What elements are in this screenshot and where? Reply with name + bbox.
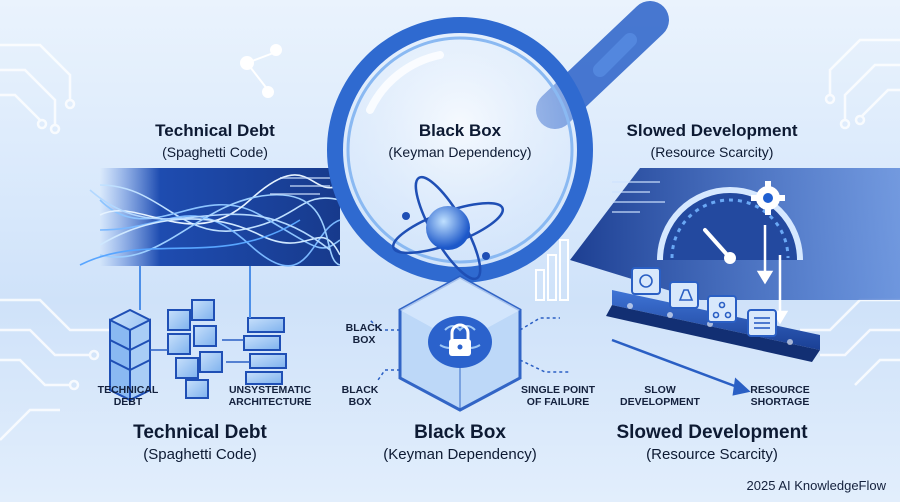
- code-lines-left: [270, 177, 330, 195]
- network-node-icon: [240, 44, 282, 98]
- atom-icon: [391, 175, 505, 281]
- bottom-heading-slowed-development: Slowed Development: [616, 422, 808, 443]
- circuit-traces-right: [800, 38, 900, 386]
- bottom-subheading-resource-scarcity: (Resource Scarcity): [646, 446, 778, 463]
- top-subheading-resource-scarcity: (Resource Scarcity): [650, 144, 774, 160]
- credit-text: 2025 AI KnowledgeFlow: [746, 478, 886, 493]
- padlock-icon: [449, 323, 471, 356]
- tangled-blocks: [167, 299, 223, 399]
- circuit-traces-left: [0, 43, 120, 441]
- top-heading-slowed-development: Slowed Development: [626, 121, 798, 140]
- sliders-icon: [754, 317, 770, 329]
- bar-chart-icon: [535, 239, 569, 301]
- technical-debt-blocks: [109, 308, 151, 402]
- magnifying-glass: [327, 1, 669, 283]
- slow-arrow: [611, 338, 751, 396]
- bottom-subheading-spaghetti-code: (Spaghetti Code): [143, 446, 257, 463]
- bottom-subheading-keyman-dependency: (Keyman Dependency): [383, 446, 537, 463]
- block-connectors: [139, 266, 251, 363]
- gear-box-icon: [639, 274, 653, 288]
- hexagon-connectors: [369, 317, 570, 381]
- code-lines-right: [612, 181, 665, 213]
- bottom-heading-technical-debt: Technical Debt: [133, 422, 267, 443]
- flask-icon: [678, 289, 694, 301]
- spaghetti-code-band: [100, 168, 340, 266]
- top-subheading-keyman-dependency: (Keyman Dependency): [388, 144, 532, 160]
- gear-icon: [751, 181, 785, 215]
- top-heading-black-box: Black Box: [418, 121, 502, 140]
- network-box-icon: [712, 301, 732, 319]
- unsystematic-architecture-blocks: [243, 317, 287, 385]
- spaghetti-wires: [79, 174, 341, 267]
- top-heading-technical-debt: Technical Debt: [155, 121, 275, 140]
- bottom-heading-black-box: Black Box: [414, 422, 506, 443]
- top-subheading-spaghetti-code: (Spaghetti Code): [162, 144, 268, 160]
